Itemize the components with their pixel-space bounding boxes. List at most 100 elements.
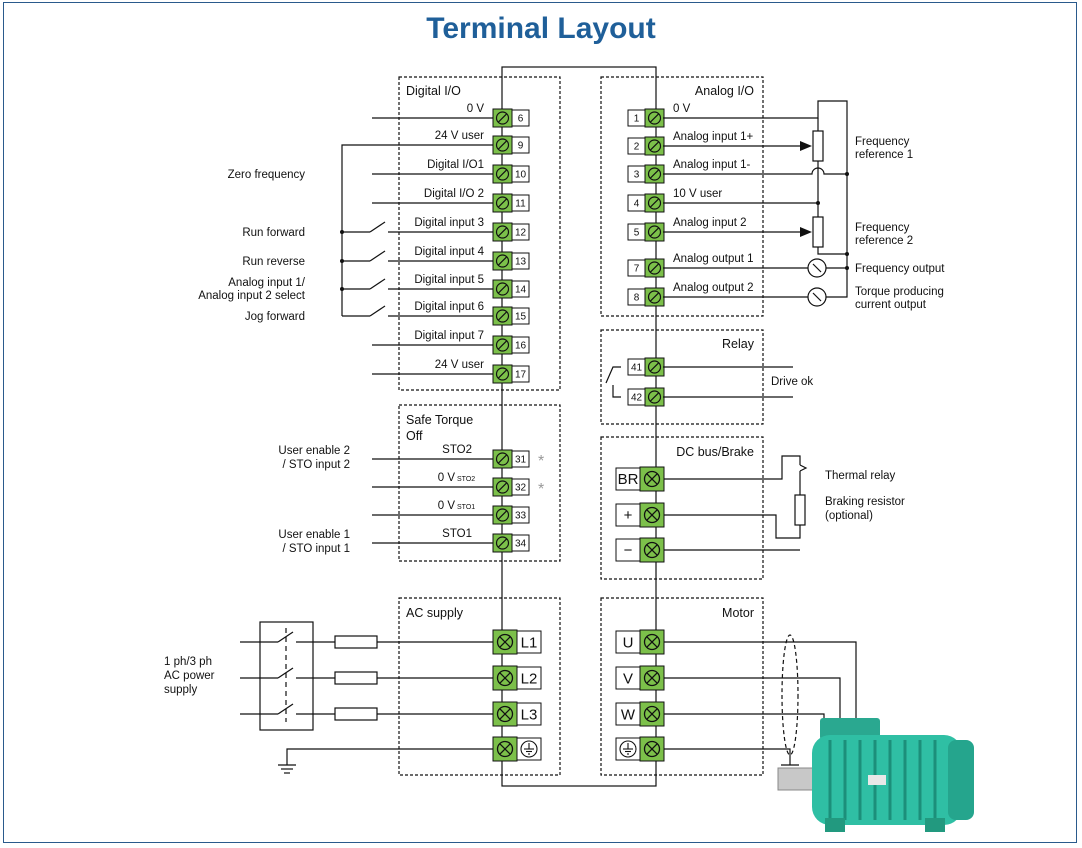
dc-terminal-0[interactable]: BR xyxy=(615,466,665,492)
terminal-label: Digital input 3 xyxy=(414,217,484,229)
relay-terminal-group: 41 42 xyxy=(627,357,665,407)
digital-terminal-14[interactable]: 14 Digital input 5 xyxy=(414,274,530,299)
freq-ref2-label-b: reference 2 xyxy=(855,235,913,247)
switch-junctions xyxy=(340,230,344,291)
relay-section xyxy=(600,329,764,425)
terminal-number: 5 xyxy=(634,228,640,239)
terminal-label: Analog input 2 xyxy=(673,217,747,229)
sto-terminal-34[interactable]: 34 STO1 xyxy=(442,528,530,553)
ac-terminal-L3[interactable]: L3 xyxy=(492,701,542,727)
relay-terminal-41[interactable]: 41 xyxy=(627,357,665,377)
motor-terminal-group: UVW xyxy=(615,629,665,762)
dc-terminal-2[interactable]: − xyxy=(615,537,665,563)
dc-wiring xyxy=(664,455,806,551)
terminal-label: STO1 xyxy=(442,528,472,540)
user-enable2-label-b: / STO input 2 xyxy=(282,459,350,471)
terminal-number: 13 xyxy=(515,257,527,268)
motor-terminal-V[interactable]: V xyxy=(615,665,665,691)
terminal-label: + xyxy=(624,507,633,524)
terminal-number: 11 xyxy=(515,199,526,210)
terminal-subscript: STO2 xyxy=(457,476,475,483)
analog-terminal-5[interactable]: 5 Analog input 2 xyxy=(627,217,747,242)
analog-terminal-1[interactable]: 10 V xyxy=(627,103,691,128)
terminal-label: Analog output 1 xyxy=(673,253,754,265)
thermal-relay-icon xyxy=(799,464,808,472)
motor-earth-terminal[interactable] xyxy=(615,736,665,762)
ac-supply-label-2: AC power xyxy=(164,670,215,682)
braking-label-b: (optional) xyxy=(825,510,873,522)
terminal-number: 1 xyxy=(634,114,640,125)
terminal-number: 32 xyxy=(515,483,527,494)
motor-terminal-U[interactable]: U xyxy=(615,629,665,655)
user-enable2-label-a: User enable 2 xyxy=(278,445,350,457)
sto-heading-1: Safe Torque xyxy=(406,413,473,427)
terminal-label: 0 V xyxy=(438,500,456,512)
torque-label-b: current output xyxy=(855,299,927,311)
relay-terminal-42[interactable]: 42 xyxy=(627,387,665,407)
digital-terminal-6[interactable]: 60 V xyxy=(467,103,530,128)
dc-terminal-group: BR + − xyxy=(615,466,665,563)
ac-supply-wiring xyxy=(240,621,493,774)
terminal-label: Digital I/O 2 xyxy=(424,188,484,200)
terminal-number: 34 xyxy=(515,539,527,550)
freq-ref1-label-a: Frequency xyxy=(855,136,910,148)
terminal-label: Digital input 5 xyxy=(414,274,484,286)
terminal-label: L2 xyxy=(521,671,538,688)
terminal-number: 8 xyxy=(634,293,640,304)
braking-label-a: Braking resistor xyxy=(825,496,905,508)
user-enable1-label-a: User enable 1 xyxy=(278,529,350,541)
terminal-label: Digital input 7 xyxy=(414,330,484,342)
meter-icons xyxy=(807,258,827,307)
digital-terminal-9[interactable]: 924 V user xyxy=(435,130,530,155)
dc-terminal-1[interactable]: + xyxy=(615,502,665,528)
analog-terminal-7[interactable]: 7 Analog output 1 xyxy=(627,253,754,278)
sto-note-star: * xyxy=(538,453,544,470)
dc-bus-heading: DC bus/Brake xyxy=(676,445,754,459)
digital-terminal-11[interactable]: 11 Digital I/O 2 xyxy=(424,188,530,213)
diagram-frame xyxy=(3,2,1077,843)
analog-io-heading: Analog I/O xyxy=(695,84,754,98)
motor-icon xyxy=(777,718,974,832)
digital-terminal-12[interactable]: 12 Digital input 3 xyxy=(414,217,530,242)
terminal-number: 2 xyxy=(634,142,640,153)
terminal-subscript: STO1 xyxy=(457,504,475,511)
terminal-number: 12 xyxy=(515,228,527,239)
terminal-number: 42 xyxy=(631,393,643,404)
drive-ok-label: Drive ok xyxy=(771,376,813,388)
terminal-number: 6 xyxy=(518,114,524,125)
ac-earth-terminal[interactable] xyxy=(492,736,542,762)
terminal-label: Digital I/O1 xyxy=(427,159,484,171)
ac-supply-section xyxy=(398,597,561,776)
terminal-label: 10 V user xyxy=(673,188,722,200)
terminal-label: Digital input 6 xyxy=(414,301,484,313)
ac-terminal-L1[interactable]: L1 xyxy=(492,629,542,655)
analog-terminal-4[interactable]: 410 V user xyxy=(627,188,722,213)
analog-arrows xyxy=(800,141,849,270)
jog-forward-label: Jog forward xyxy=(245,311,305,323)
terminal-label: Analog input 1- xyxy=(673,159,751,171)
torque-meter-icon xyxy=(807,287,827,307)
terminal-number: 41 xyxy=(631,363,643,374)
ac-terminal-L2[interactable]: L2 xyxy=(492,665,542,691)
ac-supply-label-3: supply xyxy=(164,684,197,696)
thermal-relay-label: Thermal relay xyxy=(825,470,896,482)
terminal-number: 7 xyxy=(634,264,640,275)
relay-heading: Relay xyxy=(722,337,755,351)
freq-ref2-label-a: Frequency xyxy=(855,222,910,234)
motor-terminal-W[interactable]: W xyxy=(615,701,665,727)
terminal-number: 14 xyxy=(515,285,527,296)
